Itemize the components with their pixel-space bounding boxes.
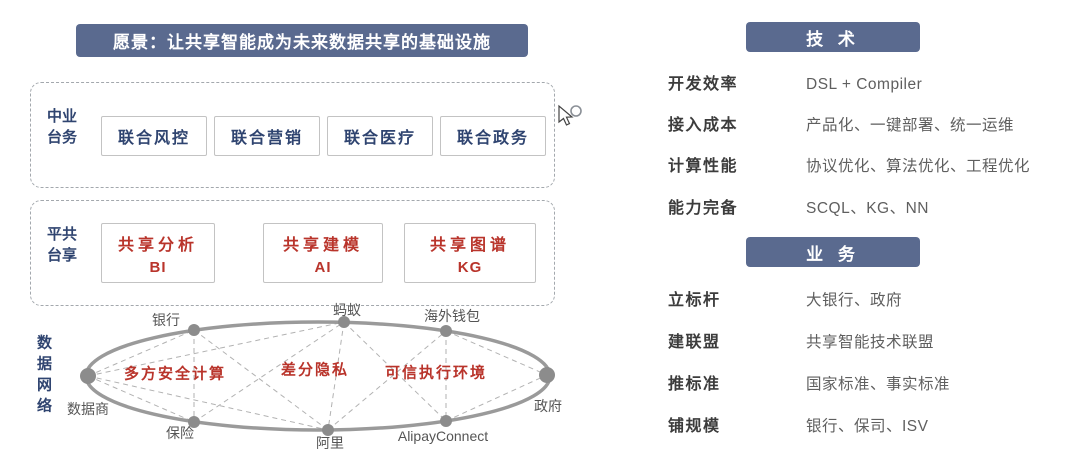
business-item-risk: 联合风控 bbox=[101, 116, 207, 156]
network-layer-label: 数据网络 bbox=[35, 334, 52, 419]
platform-layer-box: 共享平台 共享分析 BI 共享建模 AI 共享图谱 KG bbox=[30, 200, 555, 306]
tech-row-label: 接入成本 bbox=[668, 117, 739, 134]
tech-row-label: 计算性能 bbox=[668, 158, 739, 175]
network-links bbox=[87, 321, 548, 431]
tech-row-value: DSL + Compiler bbox=[806, 76, 923, 93]
platform-item-bi: 共享分析 BI bbox=[101, 223, 215, 283]
node-alibaba bbox=[322, 424, 334, 436]
node-alipayconnect bbox=[440, 415, 452, 427]
business-layer-label: 业务中台 bbox=[45, 107, 77, 150]
tech-row: 能力完备 SCQL、KG、NN bbox=[668, 194, 1068, 218]
tech-panel-header: 技 术 bbox=[746, 22, 920, 52]
vision-text: 愿景：让共享智能成为未来数据共享的基础设施 bbox=[113, 33, 491, 52]
business-row-label: 立标杆 bbox=[668, 292, 721, 309]
node-wallet bbox=[440, 325, 452, 337]
business-item-gov: 联合政务 bbox=[440, 116, 546, 156]
tech-row-value: 协议优化、算法优化、工程优化 bbox=[806, 158, 1031, 175]
network-diagram bbox=[80, 316, 555, 436]
tech-row-value: 产品化、一键部署、统一运维 bbox=[806, 117, 1015, 134]
technique-dp: 差分隐私 bbox=[280, 361, 350, 379]
mouse-cursor-icon bbox=[558, 104, 582, 126]
tech-row-value: SCQL、KG、NN bbox=[806, 200, 929, 217]
business-row-label: 推标准 bbox=[668, 376, 721, 393]
node-label-dataprovider: 数据商 bbox=[67, 401, 109, 417]
platform-item-kg: 共享图谱 KG bbox=[404, 223, 536, 283]
vision-banner: 愿景：让共享智能成为未来数据共享的基础设施 bbox=[76, 24, 528, 57]
node-label-insurance: 保险 bbox=[166, 425, 194, 441]
business-row-value: 国家标准、事实标准 bbox=[806, 376, 951, 393]
node-label-bank: 银行 bbox=[152, 312, 180, 328]
node-ant bbox=[338, 316, 350, 328]
tech-row: 计算性能 协议优化、算法优化、工程优化 bbox=[668, 152, 1068, 176]
business-row-value: 共享智能技术联盟 bbox=[806, 334, 935, 351]
business-row: 推标准 国家标准、事实标准 bbox=[668, 370, 1068, 394]
tech-row-label: 开发效率 bbox=[668, 76, 739, 93]
business-row: 铺规模 银行、保司、ISV bbox=[668, 412, 1068, 436]
platform-layer-label: 共享平台 bbox=[45, 225, 77, 268]
node-insurance bbox=[188, 416, 200, 428]
technique-mpc: 多方安全计算 bbox=[123, 365, 227, 383]
business-row-value: 大银行、政府 bbox=[806, 292, 903, 309]
business-row-label: 建联盟 bbox=[668, 334, 721, 351]
business-layer-box: 业务中台 联合风控 联合营销 联合医疗 联合政务 bbox=[30, 82, 555, 188]
tech-row: 接入成本 产品化、一键部署、统一运维 bbox=[668, 111, 1068, 135]
tech-row-label: 能力完备 bbox=[668, 200, 739, 217]
node-label-alipayconnect: AlipayConnect bbox=[397, 428, 489, 444]
node-dataprovider bbox=[80, 368, 96, 384]
node-government bbox=[539, 367, 555, 383]
node-label-alibaba: 阿里 bbox=[316, 435, 344, 451]
business-row-value: 银行、保司、ISV bbox=[806, 418, 929, 435]
business-row: 建联盟 共享智能技术联盟 bbox=[668, 328, 1068, 352]
technique-tee: 可信执行环境 bbox=[384, 364, 488, 382]
platform-item-ai: 共享建模 AI bbox=[263, 223, 383, 283]
business-item-medical: 联合医疗 bbox=[327, 116, 433, 156]
business-item-marketing: 联合营销 bbox=[214, 116, 320, 156]
node-label-ant: 蚂蚁 bbox=[333, 302, 361, 318]
business-panel-header: 业 务 bbox=[746, 237, 920, 267]
node-label-government: 政府 bbox=[534, 398, 562, 414]
tech-row: 开发效率 DSL + Compiler bbox=[668, 70, 1068, 94]
node-bank bbox=[188, 324, 200, 336]
node-label-wallet: 海外钱包 bbox=[424, 308, 480, 324]
network-nodes bbox=[80, 316, 555, 436]
business-row: 立标杆 大银行、政府 bbox=[668, 286, 1068, 310]
business-row-label: 铺规模 bbox=[668, 418, 721, 435]
